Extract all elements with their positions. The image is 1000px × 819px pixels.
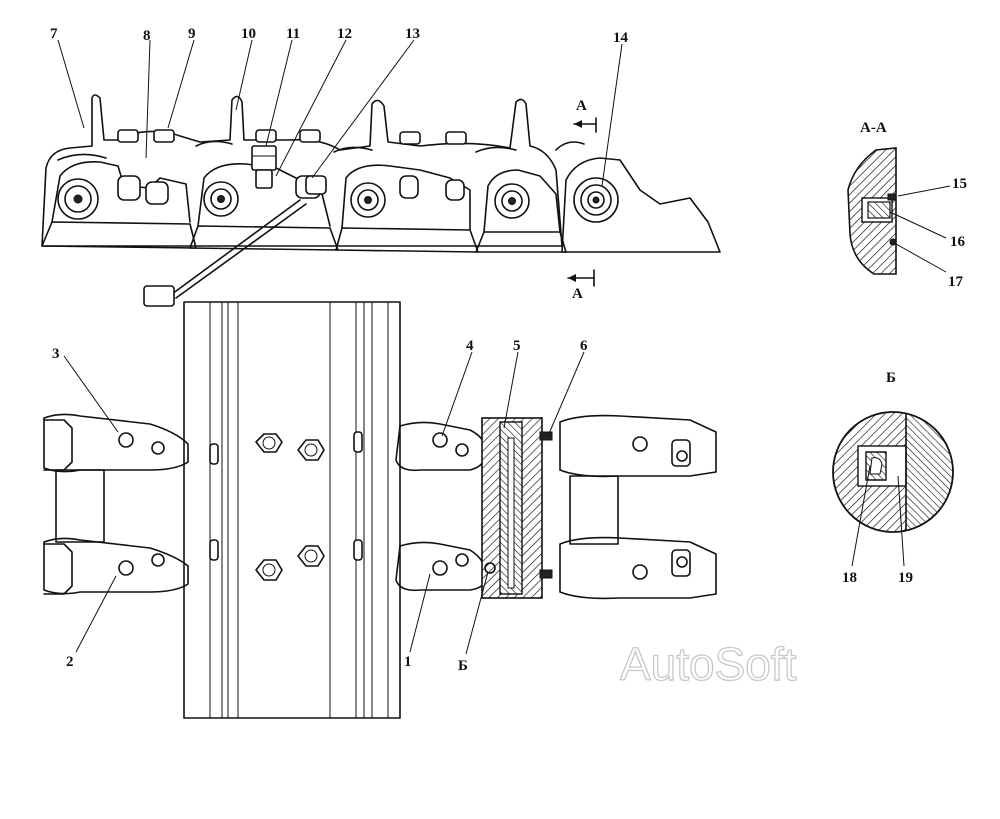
grease-fitting: [251, 145, 277, 189]
part-label-9: 9: [188, 26, 196, 42]
part-label-5: 5: [513, 338, 521, 354]
section-cut-mark-bottom: А: [567, 269, 595, 302]
pin-boss: [494, 183, 530, 219]
part-label-1: 1: [404, 654, 412, 670]
part-label-6: 6: [580, 338, 588, 354]
pin-boss: [57, 178, 99, 220]
part-label-10: 10: [241, 26, 256, 42]
bolt-head: [117, 129, 139, 143]
part-labels: 7 8 9 10 11 12 13 14 15 16 17 3 2 4 5 6 …: [50, 26, 967, 674]
section-aa-title: А-А: [860, 120, 887, 136]
detail-b-view: Б: [832, 370, 954, 533]
bolt-head: [255, 129, 277, 143]
bolt-head: [399, 131, 421, 145]
hex-bolt: [255, 433, 283, 453]
cut-label-bottom: А: [572, 286, 583, 302]
hex-bolt: [255, 559, 283, 581]
hex-bolt: [297, 439, 325, 461]
part-label-3: 3: [52, 346, 60, 362]
leader-lines: [57, 39, 951, 655]
part-label-19: 19: [898, 570, 913, 586]
pin-boss: [573, 177, 619, 223]
part-label-12: 12: [337, 26, 352, 42]
part-label-7: 7: [50, 26, 58, 42]
bolt-head: [299, 129, 321, 143]
part-label-15: 15: [952, 176, 967, 192]
cut-label-top: А: [576, 98, 587, 114]
part-label-18: 18: [842, 570, 857, 586]
part-label-8: 8: [143, 28, 151, 44]
detail-b-title: Б: [886, 370, 896, 386]
pin-boss: [203, 181, 239, 217]
part-label-13: 13: [405, 26, 420, 42]
part-label-16: 16: [950, 234, 966, 250]
detail-ref-b: Б: [458, 658, 468, 674]
bolt-head: [445, 131, 467, 145]
hex-bolt: [297, 545, 325, 567]
pin-boss: [350, 182, 386, 218]
part-label-2: 2: [66, 654, 74, 670]
bolt-head: [153, 129, 175, 143]
part-label-4: 4: [466, 338, 474, 354]
track-plan-view: [43, 301, 717, 719]
track-side-view: [41, 94, 721, 307]
plug: [305, 175, 327, 195]
section-cut-mark-top: А: [573, 98, 597, 133]
pin-section: [481, 417, 553, 599]
watermark-text: AutoSoft: [620, 638, 797, 690]
part-label-14: 14: [613, 30, 629, 46]
section-aa-view: А-А: [847, 120, 897, 275]
part-label-17: 17: [948, 274, 964, 290]
part-label-11: 11: [286, 26, 300, 42]
